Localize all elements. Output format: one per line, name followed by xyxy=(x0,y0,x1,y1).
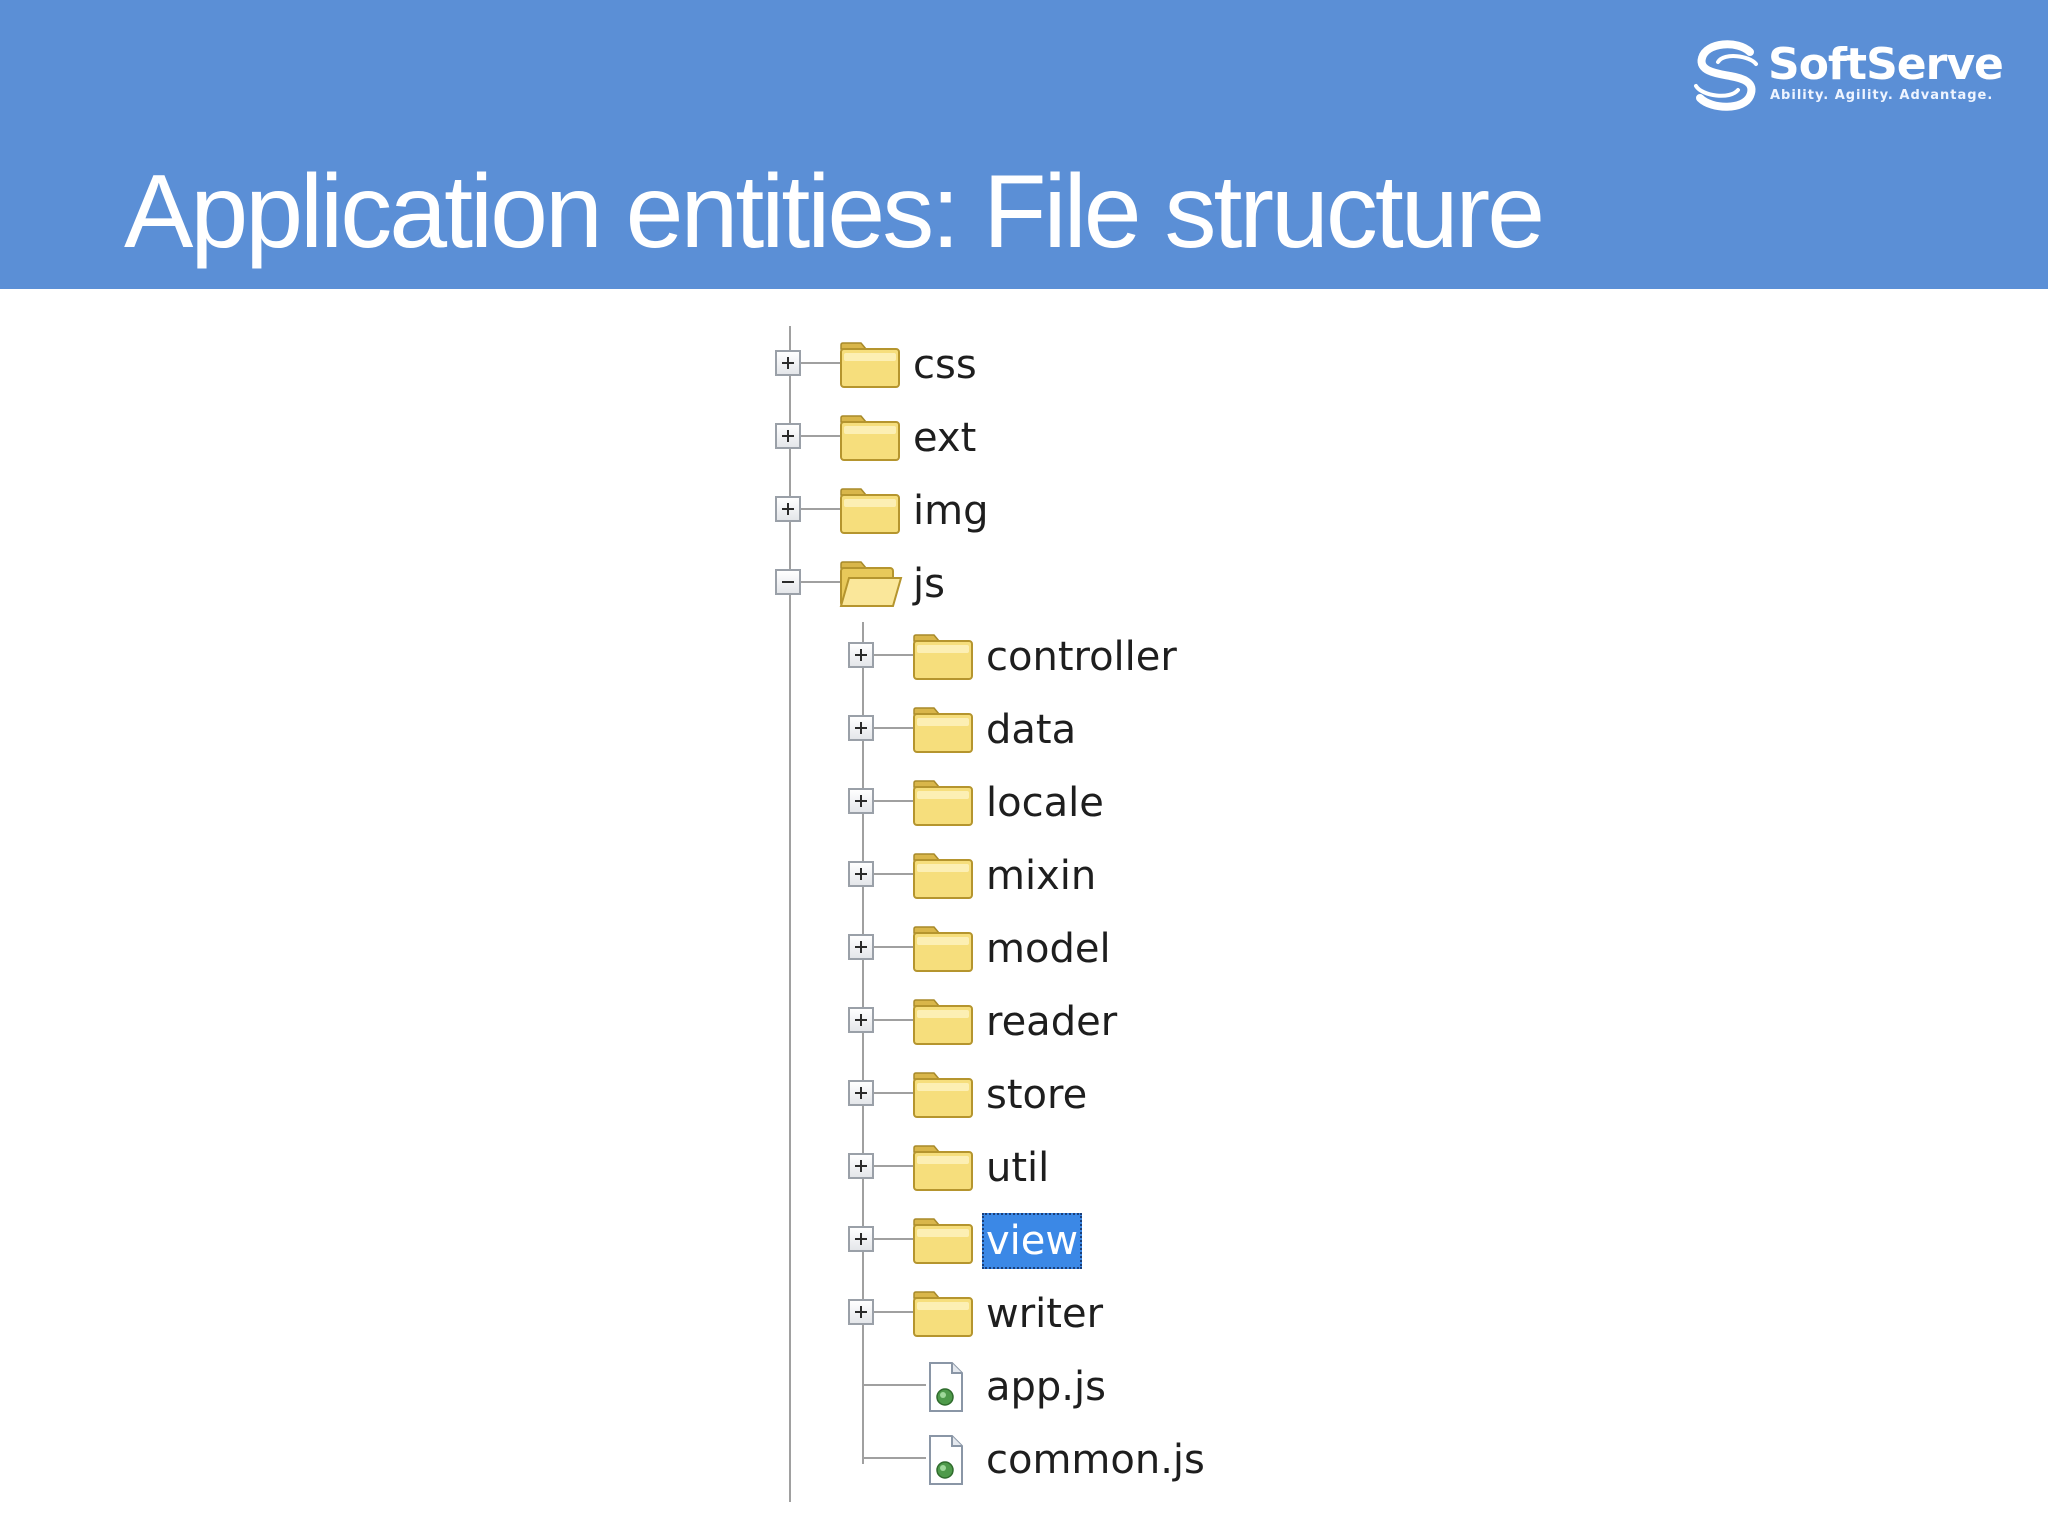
tree-connector xyxy=(874,946,926,948)
tree-connector xyxy=(874,800,926,802)
tree-item-data[interactable]: data xyxy=(846,702,1226,758)
open-folder-icon xyxy=(839,561,903,607)
expand-button[interactable] xyxy=(848,934,874,960)
tree-item-controller[interactable]: controller xyxy=(846,629,1226,685)
tree-item-label: css xyxy=(913,342,977,388)
folder-icon xyxy=(913,926,973,972)
tree-connector xyxy=(874,1092,926,1094)
tree-item-common-js[interactable]: common.js xyxy=(846,1432,1226,1488)
folder-icon xyxy=(913,1072,973,1118)
tree-item-ext[interactable]: ext xyxy=(773,410,1093,466)
tree-item-label: writer xyxy=(986,1291,1104,1337)
expand-button[interactable] xyxy=(775,350,801,376)
tree-item-label: locale xyxy=(986,780,1104,826)
tree-item-css[interactable]: css xyxy=(773,337,1093,393)
expand-button[interactable] xyxy=(848,1007,874,1033)
tree-connector xyxy=(862,1457,926,1459)
tree-item-label: model xyxy=(986,926,1111,972)
tree-item-view[interactable]: view xyxy=(846,1213,1226,1269)
expand-button[interactable] xyxy=(848,1080,874,1106)
tree-item-label: reader xyxy=(986,999,1118,1045)
tree-connector xyxy=(862,1384,926,1386)
tree-connector xyxy=(874,1019,926,1021)
folder-icon xyxy=(840,415,900,461)
expand-button[interactable] xyxy=(848,1226,874,1252)
folder-icon xyxy=(913,634,973,680)
tree-item-model[interactable]: model xyxy=(846,921,1226,977)
softserve-swirl-icon xyxy=(1694,40,1758,111)
tree-connector xyxy=(801,435,853,437)
expand-button[interactable] xyxy=(848,1153,874,1179)
logo-name: SoftServe xyxy=(1768,39,2004,90)
folder-icon xyxy=(913,1291,973,1337)
tree-item-store[interactable]: store xyxy=(846,1067,1226,1123)
js-file-icon xyxy=(929,1362,963,1412)
folder-icon xyxy=(913,1145,973,1191)
tree-item-label-selected: view xyxy=(982,1213,1083,1269)
tree-connector xyxy=(874,727,926,729)
tree-connector xyxy=(874,1311,926,1313)
tree-item-label: util xyxy=(986,1145,1050,1191)
tree-item-img[interactable]: img xyxy=(773,483,1093,539)
tree-item-label: ext xyxy=(913,415,977,461)
softserve-logo: SoftServe Ability. Agility. Advantage. xyxy=(1690,36,2004,116)
tree-item-label: controller xyxy=(986,634,1177,680)
tree-connector xyxy=(874,1165,926,1167)
expand-button[interactable] xyxy=(775,423,801,449)
expand-button[interactable] xyxy=(775,496,801,522)
js-file-icon xyxy=(929,1435,963,1485)
tree-connector xyxy=(801,508,853,510)
collapse-button[interactable] xyxy=(775,569,801,595)
tree-item-writer[interactable]: writer xyxy=(846,1286,1226,1342)
expand-button[interactable] xyxy=(848,788,874,814)
tree-js-guide-line xyxy=(862,622,864,1464)
tree-item-app-js[interactable]: app.js xyxy=(846,1359,1226,1415)
tree-item-reader[interactable]: reader xyxy=(846,994,1226,1050)
slide-title: Application entities: File structure xyxy=(124,154,1545,270)
folder-icon xyxy=(913,1218,973,1264)
tree-connector xyxy=(874,1238,926,1240)
expand-button[interactable] xyxy=(848,861,874,887)
folder-icon xyxy=(913,999,973,1045)
tree-item-locale[interactable]: locale xyxy=(846,775,1226,831)
tree-item-label: js xyxy=(913,561,945,607)
tree-item-js[interactable]: js xyxy=(773,556,1093,612)
tree-connector xyxy=(874,873,926,875)
expand-button[interactable] xyxy=(848,1299,874,1325)
folder-icon xyxy=(913,853,973,899)
expand-button[interactable] xyxy=(848,642,874,668)
tree-connector xyxy=(801,362,853,364)
tree-item-util[interactable]: util xyxy=(846,1140,1226,1196)
folder-icon xyxy=(840,342,900,388)
tree-root-guide-line xyxy=(789,326,791,1502)
folder-icon xyxy=(840,488,900,534)
folder-icon xyxy=(913,707,973,753)
tree-item-label: mixin xyxy=(986,853,1097,899)
tree-item-label: store xyxy=(986,1072,1088,1118)
tree-item-label: img xyxy=(913,488,989,534)
tree-connector xyxy=(801,581,853,583)
slide-header: Application entities: File structure Sof… xyxy=(0,0,2048,289)
tree-item-mixin[interactable]: mixin xyxy=(846,848,1226,904)
tree-item-label: data xyxy=(986,707,1077,753)
folder-icon xyxy=(913,780,973,826)
tree-item-label: common.js xyxy=(986,1437,1205,1483)
tree-connector xyxy=(874,654,926,656)
expand-button[interactable] xyxy=(848,715,874,741)
tree-item-label: app.js xyxy=(986,1364,1106,1410)
logo-tagline: Ability. Agility. Advantage. xyxy=(1770,88,1994,103)
